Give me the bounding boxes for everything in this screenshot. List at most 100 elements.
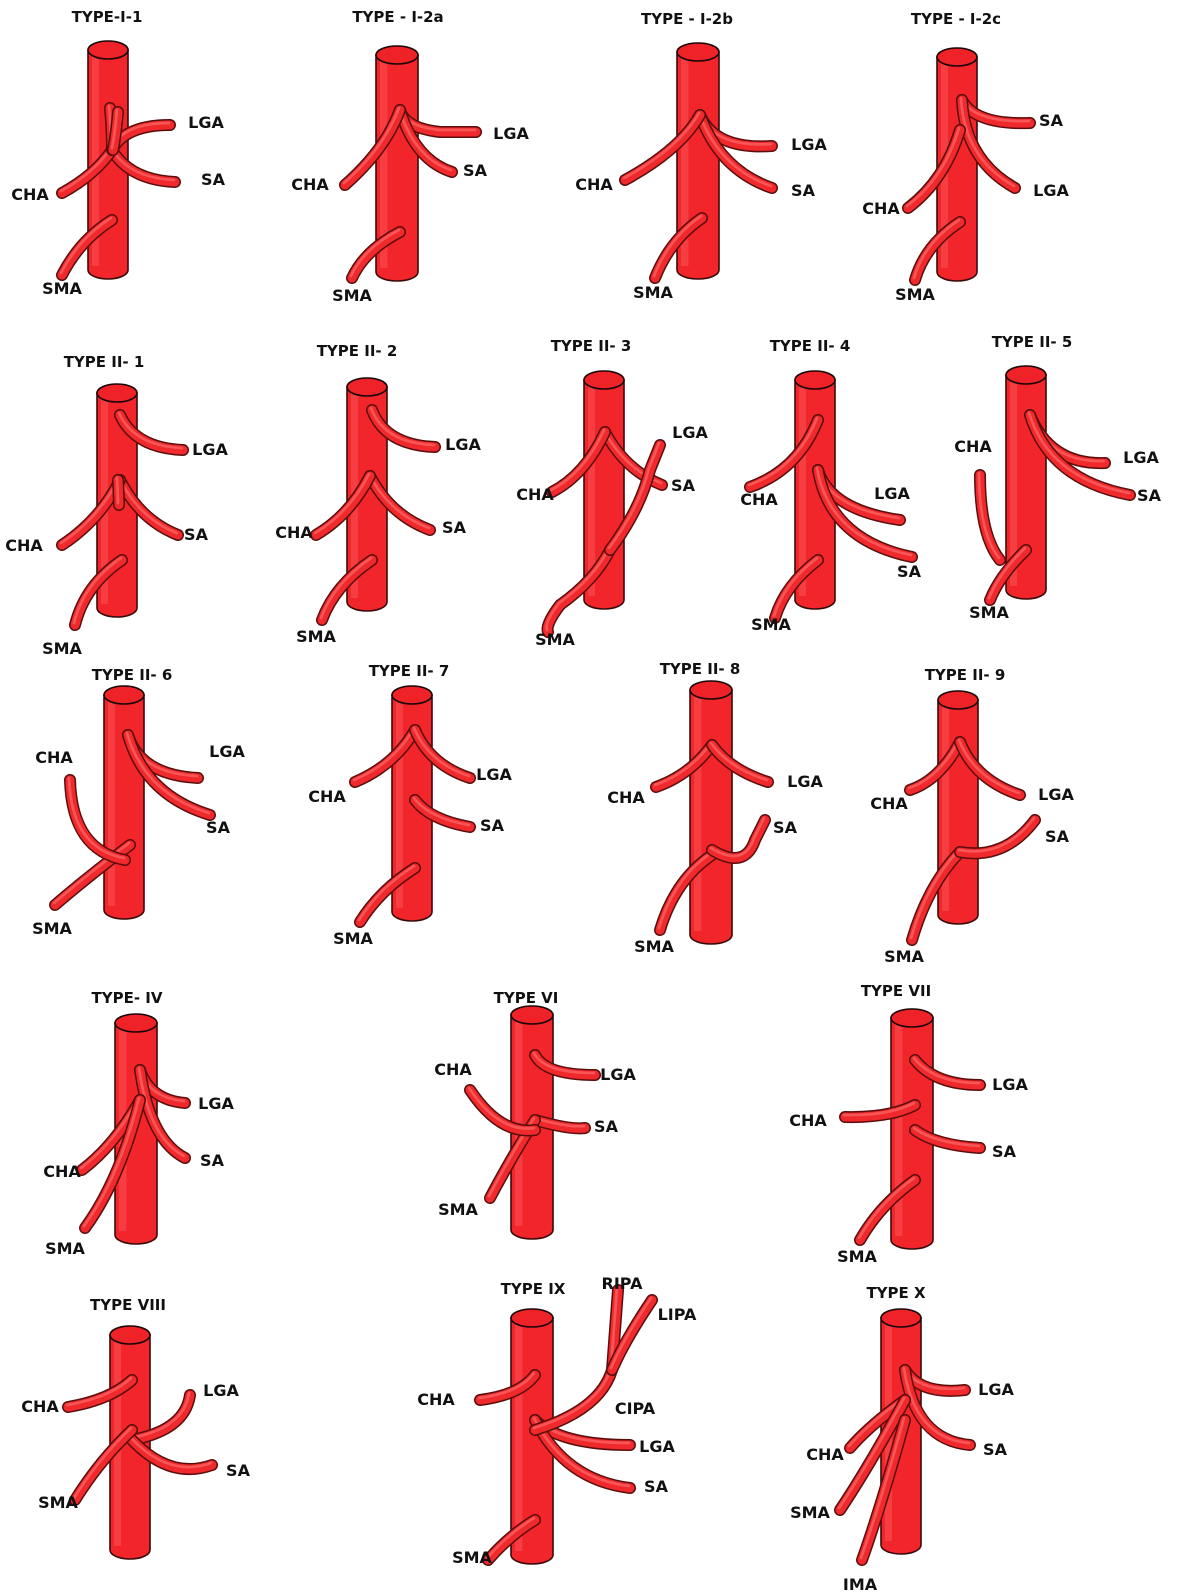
panel-type-ii-7: TYPE II- 7LGASACHASMA — [308, 662, 512, 948]
label-sma: SMA — [38, 1493, 78, 1512]
label-lga: LGA — [672, 423, 708, 442]
aorta-top — [938, 691, 978, 709]
aorta-top — [937, 48, 977, 66]
panel-title: TYPE- IV — [92, 989, 163, 1007]
label-cha: CHA — [5, 536, 43, 555]
label-sa: SA — [671, 476, 696, 495]
label-cha: CHA — [954, 437, 992, 456]
panel-title: TYPE II- 3 — [551, 337, 632, 355]
label-lga: LGA — [203, 1381, 239, 1400]
panel-title: TYPE X — [866, 1284, 926, 1302]
aorta-top — [97, 384, 137, 402]
label-lga: LGA — [978, 1380, 1014, 1399]
panel-type-i-2b: TYPE - I-2bLGASACHASMA — [575, 10, 827, 302]
label-lga: LGA — [476, 765, 512, 784]
label-sa: SA — [992, 1142, 1017, 1161]
label-sa: SA — [201, 170, 226, 189]
label-lga: LGA — [445, 435, 481, 454]
label-cha: CHA — [740, 490, 778, 509]
label-sma: SMA — [45, 1239, 85, 1258]
label-cha: CHA — [607, 788, 645, 807]
aorta-top — [690, 681, 732, 699]
label-cha: CHA — [789, 1111, 827, 1130]
panel-type-ii-2: TYPE II- 2LGASACHASMA — [275, 342, 481, 646]
label-lga: LGA — [493, 124, 529, 143]
label-lga: LGA — [791, 135, 827, 154]
aorta-top — [110, 1326, 150, 1344]
panel-type-i-2a: TYPE - I-2aLGASACHASMA — [291, 8, 529, 305]
panel-type-vii: TYPE VIILGACHASASMA — [789, 982, 1028, 1266]
label-sma: SMA — [535, 630, 575, 649]
panel-type-ii-1: TYPE II- 1LGASACHASMA — [5, 353, 228, 658]
label-sma: SMA — [333, 929, 373, 948]
panel-type-ii-3: TYPE II- 3 LGA SA CHA SMA — [516, 337, 708, 649]
label-lga: LGA — [600, 1065, 636, 1084]
panel-type-ii-9: TYPE II- 9LGASACHASMA — [870, 666, 1074, 966]
aorta-shine — [108, 701, 115, 906]
label-sa: SA — [983, 1440, 1008, 1459]
label-sa: SA — [644, 1477, 669, 1496]
label-ima: IMA — [843, 1575, 878, 1594]
aorta-top — [104, 686, 144, 704]
aorta-shine — [588, 386, 595, 596]
label-sma: SMA — [969, 603, 1009, 622]
label-sa: SA — [791, 181, 816, 200]
panel-title: TYPE IX — [501, 1280, 566, 1298]
panel-type-ii-8: TYPE II- 8LGASACHASMA — [607, 660, 823, 956]
panel-title: TYPE - I-2b — [641, 10, 733, 28]
label-cha: CHA — [11, 185, 49, 204]
label-sma: SMA — [438, 1200, 478, 1219]
panel-title: TYPE II- 9 — [925, 666, 1006, 684]
panel-type-ii-6: TYPE II- 6LGASACHASMA — [32, 666, 245, 938]
label-lga: LGA — [192, 440, 228, 459]
label-cha: CHA — [575, 175, 613, 194]
aorta-top — [891, 1009, 933, 1027]
aorta-top — [115, 1014, 157, 1032]
label-lga: LGA — [992, 1075, 1028, 1094]
panel-title: TYPE-I-1 — [72, 8, 143, 26]
label-cha: CHA — [434, 1060, 472, 1079]
panel-title: TYPE II- 8 — [660, 660, 741, 678]
label-sa: SA — [1137, 486, 1162, 505]
label-sa: SA — [206, 818, 231, 837]
label-cha: CHA — [308, 787, 346, 806]
panel-title: TYPE - I-2a — [352, 8, 443, 26]
label-sa: SA — [226, 1461, 251, 1480]
label-cha: CHA — [516, 485, 554, 504]
aorta-top — [881, 1309, 921, 1327]
label-lga: LGA — [1033, 181, 1069, 200]
label-sma: SMA — [837, 1247, 877, 1266]
aorta-shine — [694, 696, 701, 931]
label-lga: LGA — [198, 1094, 234, 1113]
label-sa: SA — [463, 161, 488, 180]
label-cha: CHA — [275, 523, 313, 542]
label-sa: SA — [773, 818, 798, 837]
label-sa: SA — [594, 1117, 619, 1136]
panel-title: TYPE II- 2 — [317, 342, 398, 360]
label-cipa: CIPA — [615, 1399, 656, 1418]
label-lga: LGA — [874, 484, 910, 503]
label-cha: CHA — [862, 199, 900, 218]
vessel-highlight — [117, 478, 118, 503]
label-lga: LGA — [188, 113, 224, 132]
label-sma: SMA — [296, 627, 336, 646]
label-sma: SMA — [452, 1548, 492, 1567]
aorta-top — [88, 41, 128, 59]
label-sma: SMA — [42, 639, 82, 658]
aorta-top — [584, 371, 624, 389]
aorta-top — [1006, 366, 1046, 384]
aorta-shine — [895, 1024, 902, 1236]
label-ripa: RIPA — [602, 1274, 644, 1293]
aorta-top — [347, 378, 387, 396]
label-cha: CHA — [417, 1390, 455, 1409]
label-sa: SA — [897, 562, 922, 581]
panel-title: TYPE II- 7 — [369, 662, 450, 680]
